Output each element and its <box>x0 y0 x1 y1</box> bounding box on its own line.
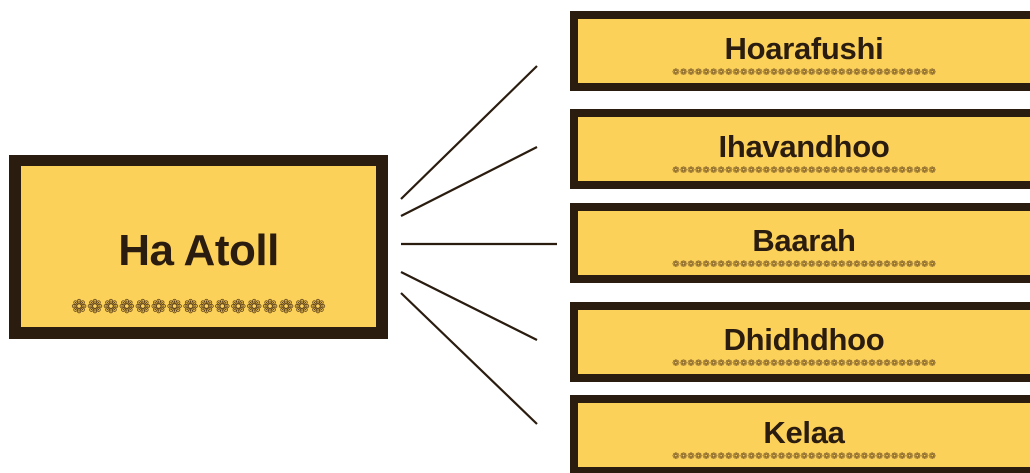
connector-hoarafushi <box>400 65 538 200</box>
root-node-ornament: ❁❁❁❁❁❁❁❁❁❁❁❁❁❁❁❁ <box>71 297 326 318</box>
island-node-ornament: ❁❁❁❁❁❁❁❁❁❁❁❁❁❁❁❁❁❁❁❁❁❁❁❁❁❁❁❁❁❁❁❁❁❁❁ <box>672 358 936 368</box>
island-node-ihavandhoo: Ihavandhoo ❁❁❁❁❁❁❁❁❁❁❁❁❁❁❁❁❁❁❁❁❁❁❁❁❁❁❁❁❁… <box>570 109 1030 189</box>
root-node-title: Ha Atoll <box>118 226 279 275</box>
island-node-ornament: ❁❁❁❁❁❁❁❁❁❁❁❁❁❁❁❁❁❁❁❁❁❁❁❁❁❁❁❁❁❁❁❁❁❁❁ <box>672 259 936 269</box>
island-node-title: Dhidhdhoo <box>723 322 885 357</box>
island-node-baarah: Baarah ❁❁❁❁❁❁❁❁❁❁❁❁❁❁❁❁❁❁❁❁❁❁❁❁❁❁❁❁❁❁❁❁❁… <box>570 203 1030 283</box>
connector-ihavandhoo <box>400 146 538 217</box>
island-node-dhidhdhoo: Dhidhdhoo ❁❁❁❁❁❁❁❁❁❁❁❁❁❁❁❁❁❁❁❁❁❁❁❁❁❁❁❁❁❁… <box>570 302 1030 382</box>
island-node-kelaa: Kelaa ❁❁❁❁❁❁❁❁❁❁❁❁❁❁❁❁❁❁❁❁❁❁❁❁❁❁❁❁❁❁❁❁❁❁… <box>570 395 1030 473</box>
island-node-title: Baarah <box>752 223 856 258</box>
root-node-ha-atoll: Ha Atoll ❁❁❁❁❁❁❁❁❁❁❁❁❁❁❁❁ <box>9 155 388 339</box>
island-node-ornament: ❁❁❁❁❁❁❁❁❁❁❁❁❁❁❁❁❁❁❁❁❁❁❁❁❁❁❁❁❁❁❁❁❁❁❁ <box>672 451 936 461</box>
island-node-title: Kelaa <box>763 415 845 450</box>
island-node-ornament: ❁❁❁❁❁❁❁❁❁❁❁❁❁❁❁❁❁❁❁❁❁❁❁❁❁❁❁❁❁❁❁❁❁❁❁ <box>672 67 936 77</box>
island-node-ornament: ❁❁❁❁❁❁❁❁❁❁❁❁❁❁❁❁❁❁❁❁❁❁❁❁❁❁❁❁❁❁❁❁❁❁❁ <box>672 165 936 175</box>
connector-kelaa <box>400 292 538 425</box>
island-node-hoarafushi: Hoarafushi ❁❁❁❁❁❁❁❁❁❁❁❁❁❁❁❁❁❁❁❁❁❁❁❁❁❁❁❁❁… <box>570 11 1030 91</box>
island-node-title: Hoarafushi <box>724 31 884 66</box>
island-node-title: Ihavandhoo <box>718 129 890 164</box>
connector-dhidhdhoo <box>400 271 538 341</box>
